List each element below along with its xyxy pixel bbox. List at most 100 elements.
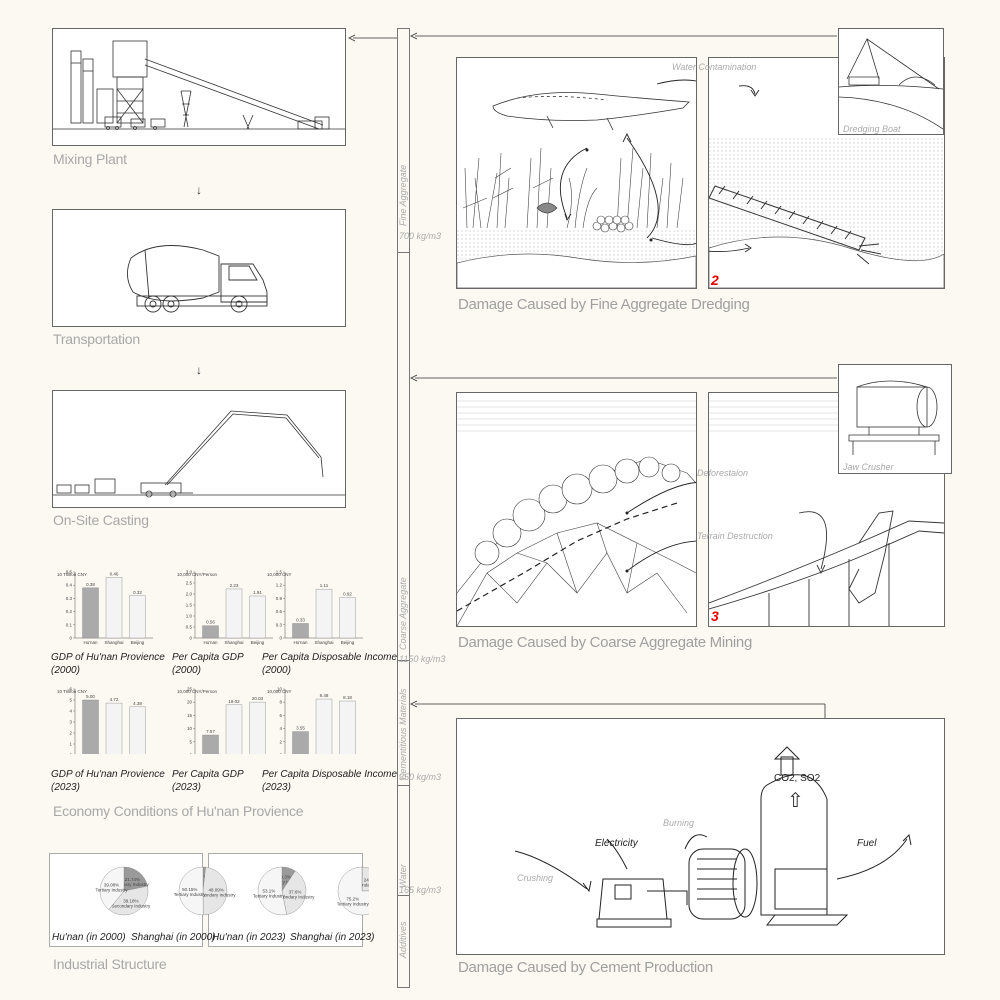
y-tick-label: 20 bbox=[187, 700, 193, 705]
pie-value-label: 9.3% bbox=[281, 874, 291, 879]
chart-title: Per Capita Disposable Income bbox=[262, 652, 398, 663]
industrial-structure-title: Industrial Structure bbox=[53, 956, 167, 972]
pie-value-label: 1.76% bbox=[197, 874, 210, 879]
mixing-plant-panel bbox=[52, 28, 346, 146]
y-tick-label: 0.2 bbox=[66, 609, 73, 614]
fine-amount: 700 kg/m3 bbox=[399, 231, 442, 241]
jaw-crusher-drawing bbox=[848, 380, 940, 455]
jaw-crusher-panel bbox=[838, 364, 952, 474]
bar-value-label: 1.11 bbox=[320, 583, 329, 588]
y-tick-label: 2.0 bbox=[186, 592, 193, 597]
jaw-crusher-label: Jaw Crusher bbox=[843, 462, 894, 472]
y-tick-label: 0.3 bbox=[66, 596, 73, 601]
bar-value-label: 8.18 bbox=[343, 695, 352, 700]
y-tick-label: 0.1 bbox=[66, 622, 73, 627]
y-tick-label: 5 bbox=[69, 698, 72, 703]
bar bbox=[105, 702, 123, 754]
dredging-boat-label: Dredging Boat bbox=[843, 124, 901, 134]
pie-slice-label: Tertiary Industry bbox=[253, 893, 286, 898]
material-divider bbox=[397, 660, 410, 661]
pie-slice bbox=[281, 870, 307, 915]
co2-label: CO2, SO2 bbox=[774, 773, 821, 784]
pie-slice bbox=[99, 866, 125, 910]
bar bbox=[202, 625, 219, 639]
bar-value-label: 8.48 bbox=[320, 693, 329, 698]
dredging-boat-drawing bbox=[839, 37, 943, 130]
bar-chart-2: 10,000 CNY00.30.60.91.21.50.33Hu'nan1.11… bbox=[267, 570, 363, 645]
y-tick-label: 0 bbox=[189, 636, 192, 641]
y-tick-label: 0.3 bbox=[276, 622, 283, 627]
category-label: Shanghai bbox=[104, 640, 123, 645]
y-tick-label: 2.5 bbox=[186, 581, 193, 586]
coarse-amount: 1150 kg/m3 bbox=[399, 654, 446, 664]
bar-value-label: 0.46 bbox=[110, 571, 119, 576]
river-ecology-drawing bbox=[457, 79, 696, 288]
bar-value-label: 0.56 bbox=[206, 620, 215, 625]
crushing-label: Crushing bbox=[517, 873, 554, 883]
arrow-down-icon: ↓ bbox=[196, 363, 202, 377]
y-tick-label: 1.5 bbox=[276, 570, 283, 575]
pie-slice-label: Secondary Industry bbox=[276, 895, 316, 900]
pie-slice bbox=[257, 866, 287, 916]
y-tick-label: 3 bbox=[69, 720, 72, 725]
chart-subtitle: (2023) bbox=[51, 782, 80, 793]
y-tick-label: 2 bbox=[69, 731, 72, 736]
category-label: Hu'nan bbox=[203, 640, 218, 645]
scene-number-3: 3 bbox=[711, 608, 719, 624]
pie-title-hunan-2023: Hu'nan (in 2023) bbox=[212, 932, 286, 943]
transportation-panel bbox=[52, 209, 346, 327]
material-column bbox=[397, 28, 410, 988]
material-divider bbox=[397, 785, 410, 786]
chart-title-income-2023: Per Capita Disposable Income (2023) bbox=[262, 768, 397, 794]
cement-kiln-drawing bbox=[514, 746, 912, 928]
bar-value-label: 4.38 bbox=[133, 701, 142, 706]
burning-label: Burning bbox=[663, 818, 695, 828]
scene-number-2: 2 bbox=[711, 272, 719, 288]
pie-value-label: 53.1% bbox=[262, 888, 275, 893]
terrain-destruction-label: Terrain Destruction bbox=[697, 531, 773, 541]
cement-amount: 350 kg/m3 bbox=[399, 772, 442, 782]
arrow-down-icon: ↓ bbox=[196, 183, 202, 197]
pie-title-hunan-2000: Hu'nan (in 2000) bbox=[52, 932, 126, 943]
bar-chart-0: 10 Trillion CNY00.10.20.30.40.50.38Hu'na… bbox=[57, 570, 153, 645]
y-tick-label: 0 bbox=[189, 753, 192, 755]
economy-bar-charts: 10 Trillion CNY00.10.20.30.40.50.38Hu'na… bbox=[57, 570, 363, 755]
bar-value-label: 0.33 bbox=[296, 617, 305, 622]
pie-value-label: 21.74% bbox=[125, 877, 140, 882]
chart-title: GDP of Hu'nan Provience bbox=[51, 652, 165, 663]
bar-value-label: 3.55 bbox=[296, 726, 305, 731]
y-tick-label: 6 bbox=[69, 687, 72, 692]
fuel-label: Fuel bbox=[857, 838, 877, 849]
chart-subtitle: (2000) bbox=[172, 665, 201, 676]
y-tick-label: 4 bbox=[69, 709, 72, 714]
mixing-plant-caption: Mixing Plant bbox=[53, 151, 127, 167]
chart-title: Per Capita Disposable Income bbox=[262, 769, 398, 780]
chart-subtitle: (2023) bbox=[262, 782, 291, 793]
on-site-casting-caption: On-Site Casting bbox=[53, 512, 149, 528]
bar bbox=[292, 623, 309, 639]
chart-title-income-2000: Per Capita Disposable Income (2000) bbox=[262, 651, 397, 677]
bar-value-label: 5.00 bbox=[86, 694, 95, 699]
bar-value-label: 2.23 bbox=[230, 583, 239, 588]
chart-title: GDP of Hu'nan Provience bbox=[51, 769, 165, 780]
bar bbox=[202, 734, 219, 754]
chart-subtitle: (2000) bbox=[262, 665, 291, 676]
bar bbox=[129, 706, 146, 754]
pie-slice-label: Secondary Industry bbox=[111, 903, 151, 908]
chart-subtitle: (2000) bbox=[51, 665, 80, 676]
bar-value-label: 7.57 bbox=[206, 729, 215, 734]
pie-title-shanghai-2023: Shanghai (in 2023) bbox=[290, 932, 375, 943]
y-tick-label: 10 bbox=[187, 726, 193, 731]
pie-slice bbox=[337, 866, 369, 916]
y-tick-label: 1 bbox=[69, 742, 72, 747]
pie-value-label: 39.18% bbox=[123, 898, 138, 903]
economy-title: Economy Conditions of Hu'nan Provience bbox=[53, 803, 304, 819]
bar-value-label: 1.91 bbox=[253, 590, 262, 595]
y-tick-label: 15 bbox=[187, 713, 193, 718]
bar-chart-1: 10,000 CNY/Person00.51.01.52.02.53.00.56… bbox=[177, 570, 273, 645]
pie-title-shanghai-2000: Shanghai (in 2000) bbox=[131, 932, 216, 943]
y-tick-label: 10 bbox=[277, 687, 283, 692]
pie-value-label: 48.09% bbox=[209, 888, 224, 893]
